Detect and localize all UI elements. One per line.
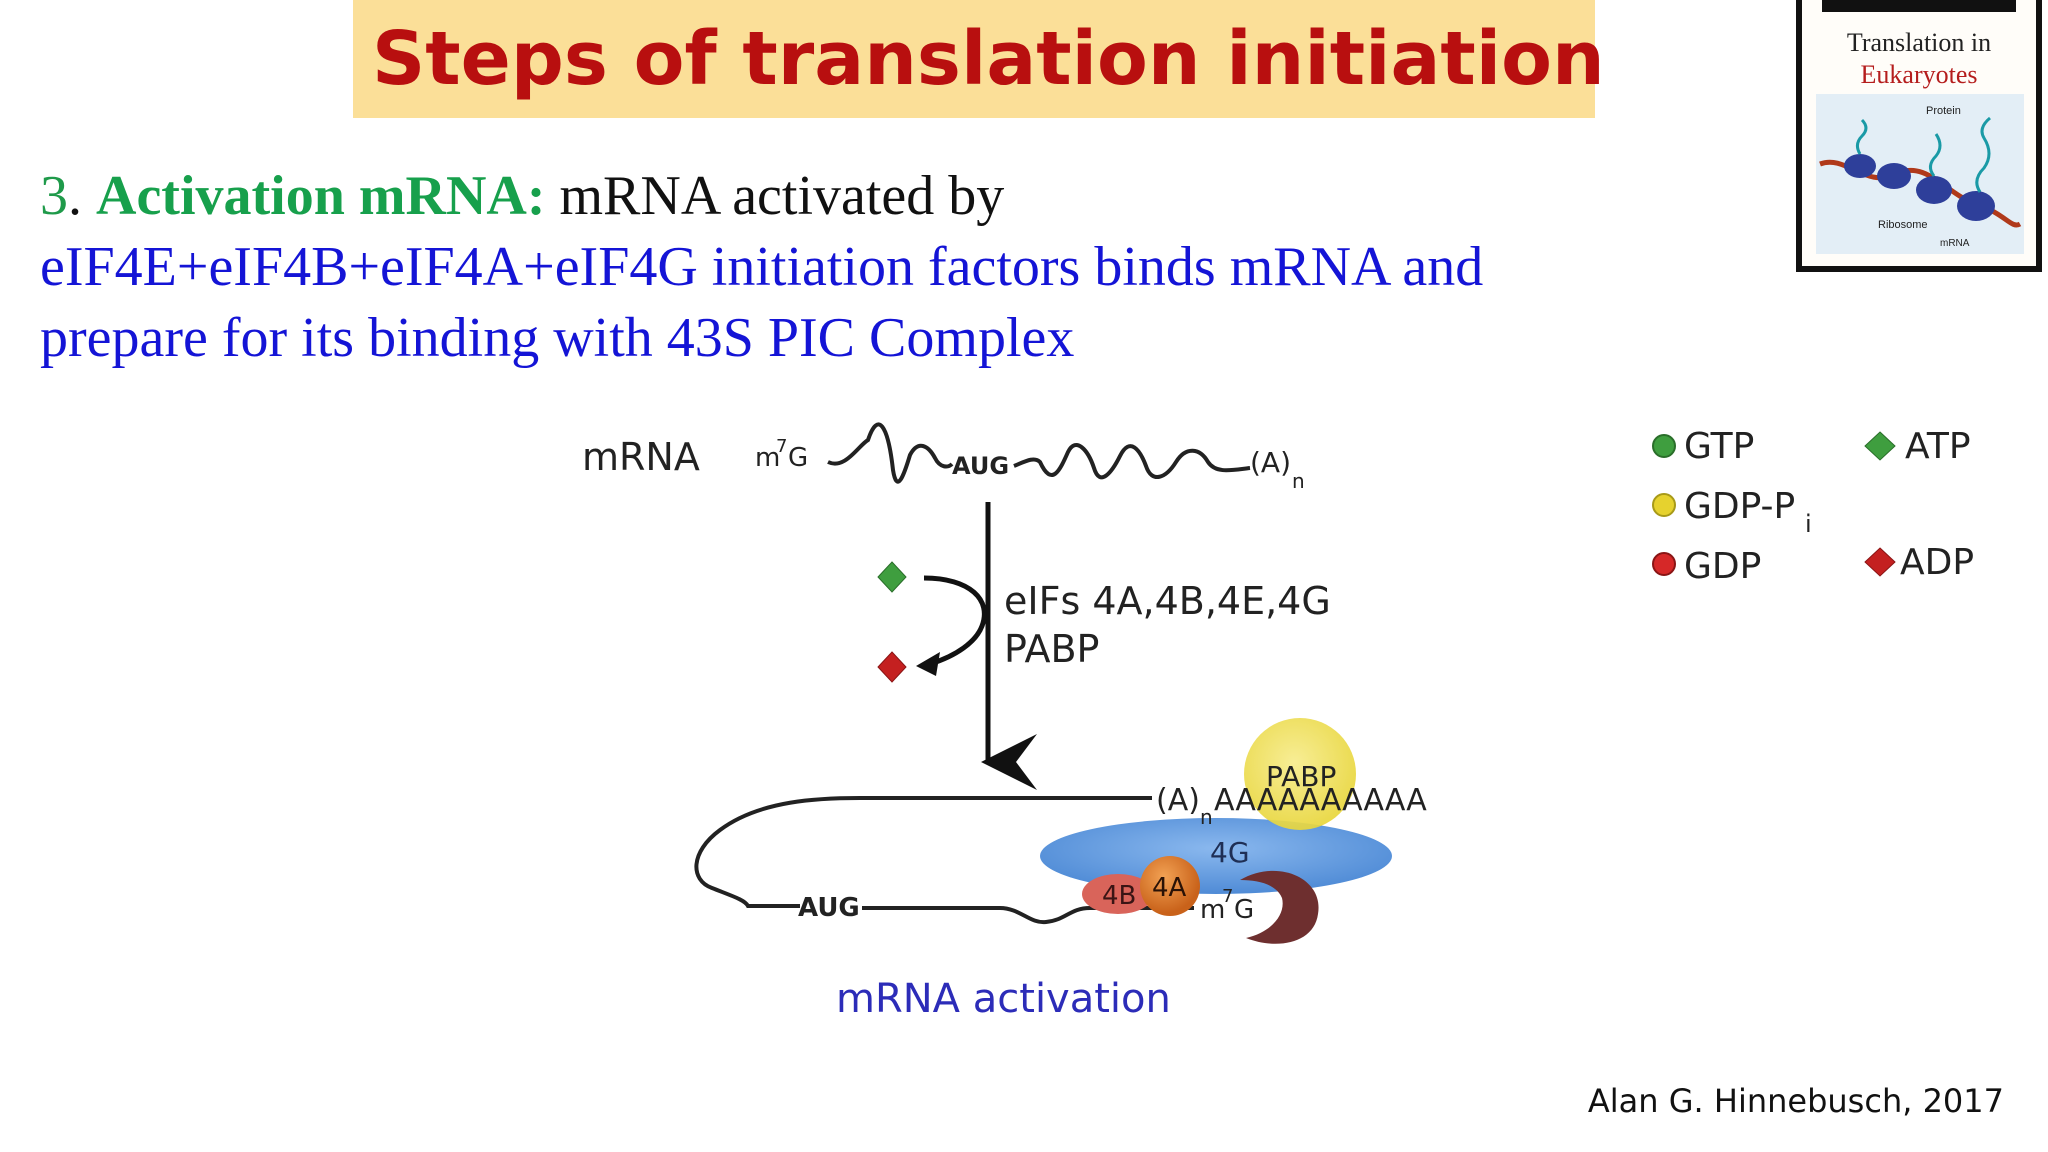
step-text: mRNA activated by <box>559 165 1005 227</box>
pabp-label: PABP <box>1266 760 1336 793</box>
eif4a-protein <box>1140 856 1200 916</box>
adp-legend-diamond-icon <box>1864 547 1896 577</box>
legend-gtp: GTP <box>1684 426 1754 467</box>
aug-codon: AUG <box>952 452 1009 480</box>
factors-line-1: eIFs 4A,4B,4E,4G <box>1004 579 1331 623</box>
cap-m: m <box>755 443 780 473</box>
thumbnail-translation-in-eukaryotes: Translation in Eukaryotes Protein Riboso… <box>1796 0 2042 272</box>
legend-gdp-pi-subscript: i <box>1805 510 1812 538</box>
circularized-mrna-lower <box>862 906 1194 925</box>
poly-a-subscript: n <box>1292 469 1305 493</box>
complex-cap-m: m <box>1200 895 1225 925</box>
atp-hydrolysis-arrow <box>923 575 987 667</box>
protein-chain-2-icon <box>1929 133 1942 177</box>
step-dot: . <box>68 165 82 227</box>
mrna-label: mRNA <box>582 435 700 479</box>
step-line-1: 3. Activation mRNA: mRNA activated by <box>40 160 1660 232</box>
polysome-illustration: Protein Ribosome mRNA <box>1816 94 2024 254</box>
source-credit: Alan G. Hinnebusch, 2017 <box>1587 1082 2004 1120</box>
step-line-3: prepare for its binding with 43S PIC Com… <box>40 307 1075 369</box>
cap-g: G <box>788 443 808 473</box>
ribosome-2-icon <box>1877 163 1911 189</box>
ribosome-4-icon <box>1957 191 1995 221</box>
cap-superscript: 7 <box>776 436 787 457</box>
eif4g-label: 4G <box>1210 836 1250 869</box>
complex-poly-a-subscript: n <box>1200 805 1213 829</box>
thumbnail-top-bar <box>1822 0 2016 12</box>
gdp-circle-icon <box>1652 552 1676 576</box>
atp-diamond-icon <box>877 561 907 593</box>
atp-legend-diamond-icon <box>1864 431 1896 461</box>
complex-cap-superscript: 7 <box>1222 886 1233 907</box>
poly-a-tail: (A) <box>1250 446 1291 479</box>
gdp-pi-circle-icon <box>1652 493 1676 517</box>
nucleotide-legend: GTP ATP GDP-P i GDP ADP <box>1652 426 1974 587</box>
factors-line-2: PABP <box>1004 627 1099 671</box>
protein-chain-3-icon <box>1975 116 1991 193</box>
gtp-circle-icon <box>1652 434 1676 458</box>
complex-cap-g: G <box>1234 895 1254 925</box>
slide-title: Steps of translation initiation <box>372 16 1605 102</box>
complex-poly-a: (A) <box>1156 783 1200 818</box>
label-ribosome: Ribosome <box>1878 219 1928 231</box>
ribosome-3-icon <box>1916 176 1952 204</box>
legend-atp: ATP <box>1905 426 1971 467</box>
diagram-caption: mRNA activation <box>836 976 1171 1022</box>
pabp-protein <box>1244 718 1356 830</box>
protein-chain-1-icon <box>1855 118 1868 155</box>
title-background <box>353 0 1595 118</box>
eif4a-label: 4A <box>1152 873 1187 903</box>
step-label: Activation mRNA: <box>96 165 546 227</box>
adp-diamond-icon <box>877 651 907 683</box>
complex-aug-codon: AUG <box>798 893 860 923</box>
label-mrna: mRNA <box>1940 238 1970 249</box>
legend-gdp-pi: GDP-P <box>1684 486 1795 527</box>
step-number: 3 <box>40 165 68 227</box>
legend-gdp: GDP <box>1684 546 1761 587</box>
atp-hydrolysis-arrowhead <box>916 652 940 676</box>
complex-poly-a-residues: AAAAAAAAAA <box>1214 783 1427 818</box>
thumbnail-title-line-2: Eukaryotes <box>1860 60 1978 89</box>
thumbnail-title-line-1: Translation in <box>1846 28 1992 57</box>
label-protein: Protein <box>1926 105 1961 117</box>
legend-adp: ADP <box>1900 542 1974 583</box>
eif4b-protein <box>1082 874 1154 914</box>
mrna-strand-3prime <box>1013 443 1251 480</box>
step-line-2: eIF4E+eIF4B+eIF4A+eIF4G initiation facto… <box>40 236 1484 298</box>
ribosome-1-icon <box>1844 154 1876 178</box>
circularized-mrna-upper <box>694 796 1152 908</box>
mrna-strand-5prime <box>827 422 954 484</box>
eif4e-protein <box>1240 870 1319 944</box>
eif4b-label: 4B <box>1102 881 1136 911</box>
